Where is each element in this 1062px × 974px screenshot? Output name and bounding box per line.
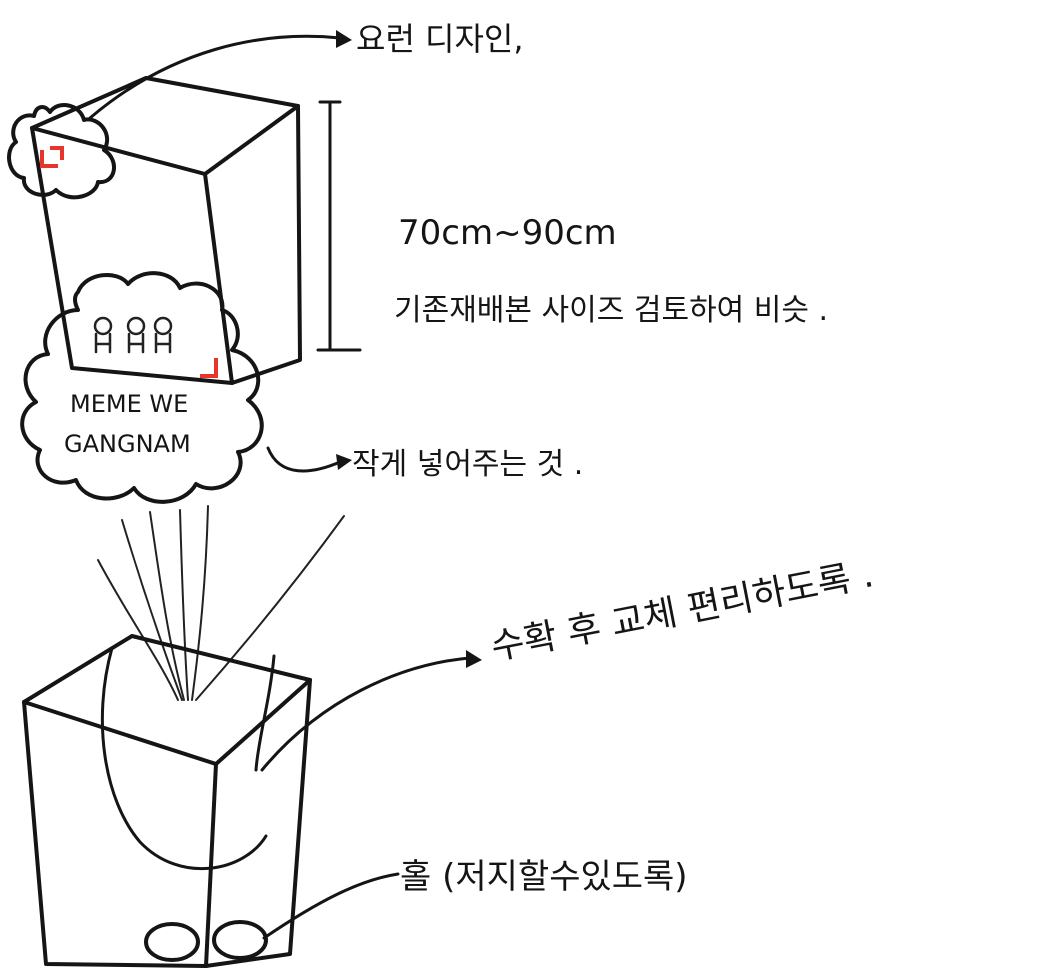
arrow-to-harvest-note <box>260 656 472 772</box>
size-range: 70cm~90cm <box>398 213 617 253</box>
harvest-note: 수확 후 교체 편리하도록 . <box>488 554 877 668</box>
logo-mark-top <box>40 146 64 168</box>
drain-hole-left <box>144 922 200 962</box>
arrow-to-design-note <box>88 34 342 120</box>
motion-lines <box>97 505 345 701</box>
logo-text-line1: MEME WE <box>70 390 188 418</box>
drain-hole-right <box>212 920 268 960</box>
logo-text-line2: GANGNAM <box>64 430 191 458</box>
arrow-head-harvest <box>466 650 482 668</box>
height-bracket <box>316 100 362 352</box>
arrow-to-print-note <box>266 446 342 473</box>
logo-mark-bottom <box>200 358 218 378</box>
drain-note: 홀 (저지할수있도록) <box>400 857 688 897</box>
print-note: 작게 넣어주는 것 . <box>352 447 583 482</box>
design-note: 요런 디자인, <box>356 20 524 58</box>
cover-box <box>30 76 302 385</box>
arrow-to-drain-note <box>262 872 400 940</box>
logo-cloud-bottom <box>20 271 264 504</box>
planter-box <box>22 634 312 968</box>
arrow-head-print <box>336 454 352 470</box>
arrow-head-design <box>336 30 352 48</box>
people-figures <box>93 316 173 354</box>
logo-cloud-top <box>7 103 116 200</box>
size-note: 기존재배본 사이즈 검토하여 비슷 . <box>394 293 828 328</box>
